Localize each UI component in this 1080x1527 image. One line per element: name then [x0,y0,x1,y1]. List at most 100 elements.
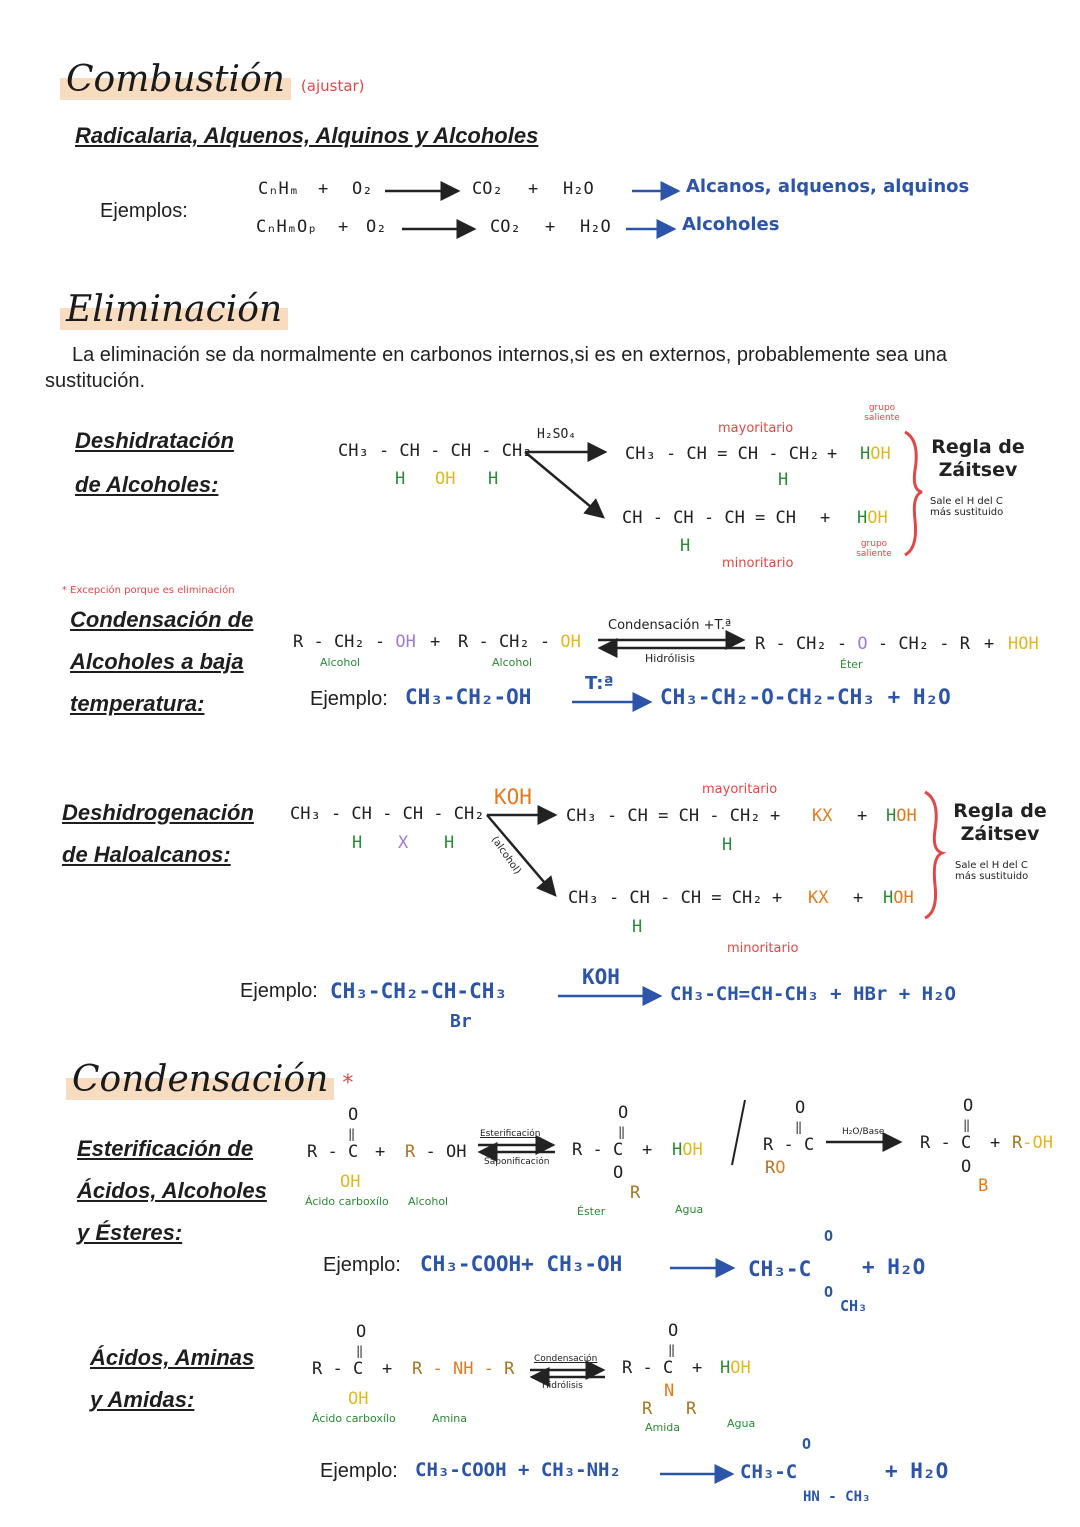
kx: KX [808,888,829,908]
water: HOH [860,445,891,464]
label-amidas-2: y Amidas: [90,1387,195,1412]
example-reagent: KOH [582,965,620,989]
formula: O₂ [366,217,387,237]
product-minor: CH₃ - CH - CH = CH₂ [568,888,763,908]
alcohol-name: Alcohol [492,656,533,669]
brace-zaitsev-1 [904,430,923,557]
minor-label: minoritario [727,941,799,956]
ester-ro: RO [765,1159,786,1178]
alcohol-chain: R - CH₂ - [293,632,396,652]
plus: + [382,1359,393,1379]
carbonyl-o: O [356,1322,367,1342]
label-condensacion-baja-2: Alcoholes a baja [70,649,244,674]
formula: O₂ [352,179,373,199]
section-title-condensacion: Condensación [66,1060,335,1100]
product-minor: CH - CH - CH = CH [622,508,796,528]
double-bond: ‖ [668,1343,676,1357]
water: HOH [1008,634,1039,654]
plus: + [338,217,349,237]
water: HOH [886,807,917,826]
amide-name: Amida [645,1421,681,1434]
r-group: R [412,1359,423,1379]
ester-r: R [630,1183,641,1203]
example-ch3: CH₃ [840,1297,868,1315]
amide-r: R [642,1399,653,1419]
water-oh: OH [870,444,891,464]
hydroxyl: OH [395,632,416,652]
product-major: CH₃ - CH = CH - CH₂ [566,806,761,826]
water: HOH [883,889,914,908]
water-h: H [857,508,868,528]
label-esterificacion: Esterificación de [77,1136,254,1161]
combustion-subtitle: Radicalaria, Alquenos, Alquinos y Alcoho… [75,123,539,148]
label-condensacion-baja-3: temperatura: [70,691,205,716]
label-deshidrogenacion: Deshidrogenación [62,800,254,825]
example-label: Ejemplo: [323,1254,401,1276]
intro-text: La eliminación se da normalmente en carb… [72,344,947,366]
acid: R - C [312,1359,364,1379]
plus: + [820,508,831,528]
hydroxyl: -OH [1022,1133,1053,1153]
amide: R - C [622,1358,674,1378]
water-h: H [883,888,894,908]
zaitsev-rule: Regla de Záitsev [953,800,1047,845]
leaving-group-note: grupo saliente [864,403,900,423]
alcohol: R - OH [405,1143,466,1162]
water-oh: OH [896,806,917,826]
product-major: CH₃ - CH = CH - CH₂ [625,444,820,464]
example-label: Ejemplo: [320,1460,398,1482]
plus: + [528,179,539,199]
condensacion-heading: Condensación * [66,1060,353,1100]
arrow-deshidrogenacion-minor [486,814,557,897]
zaitsev-rule: Regla de Záitsev [931,436,1025,481]
hydrolysis-condition: H₂O/Base [842,1127,885,1137]
example-carbonyl-o: O [824,1227,834,1245]
ether-chain: - CH₂ - R [867,634,970,654]
carbonyl-o: O [618,1103,629,1123]
alcohol: R-OH [1012,1134,1053,1153]
water: HOH [672,1141,703,1160]
example-product: CH₃-C [740,1461,798,1483]
section-title-combustion: Combustión [60,60,291,100]
substituent-h: H [352,833,363,853]
carbonyl-o: O [668,1321,679,1341]
r-group: R [405,1142,416,1162]
reactant-haloalkane: CH₃ - CH - CH - CH₂ [290,804,485,824]
example-nh: HN - CH₃ [803,1489,871,1505]
zaitsev-note: Sale el H del C más sustituido [955,860,1029,882]
salt: R - C [920,1133,972,1153]
label-amidas: Ácidos, Aminas [90,1345,255,1370]
plus: + [692,1358,703,1378]
label-deshidratacion: Deshidratación [75,428,234,453]
salt-b: B [978,1176,989,1196]
water-oh: OH [867,508,888,528]
r-group: R [1012,1133,1023,1153]
alcohol-oh: - OH [415,1142,467,1162]
substituent-h: H [444,833,455,853]
formula: CO₂ [490,217,521,237]
example-br: Br [450,1011,472,1032]
water-oh: OH [730,1358,751,1378]
result-label: Alcoholes [682,214,780,235]
amine: R - NH - R [412,1360,514,1379]
ester-o: O [613,1163,624,1183]
ether-name: Éter [840,658,863,671]
substituent-h: H [395,469,406,489]
water-oh: OH [893,888,914,908]
substituent-h: H [778,470,789,490]
alcohol-name: Alcohol [320,656,361,669]
water-h: H [860,444,871,464]
label-esterificacion-2: Ácidos, Alcoholes [77,1178,267,1203]
water: HOH [720,1359,751,1378]
double-bond: ‖ [356,1344,364,1358]
double-bond: ‖ [963,1118,971,1132]
major-label: mayoritario [718,421,794,436]
double-bond: ‖ [618,1125,626,1139]
divider-slash [731,1099,746,1166]
adjust-note: (ajustar) [300,77,365,95]
plus: + [853,888,864,908]
plus: + [772,888,783,908]
backward-condition: Hidrólisis [542,1381,583,1391]
brace-zaitsev-2 [924,790,947,920]
